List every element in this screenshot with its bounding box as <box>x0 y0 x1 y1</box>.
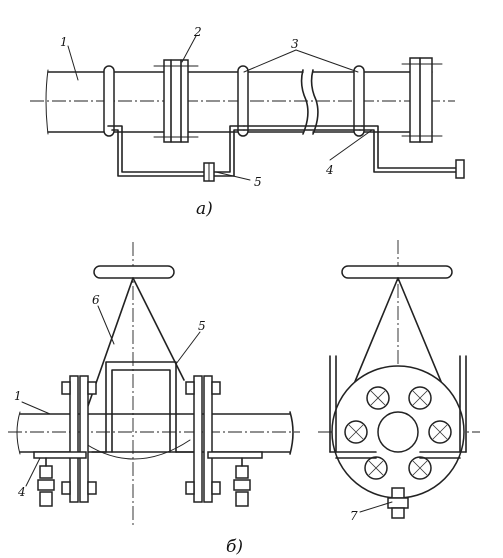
bolt-5 <box>203 162 215 182</box>
clamp-right <box>353 65 365 137</box>
spreader-bar-left <box>93 265 175 279</box>
caption-a: а) <box>196 199 213 219</box>
leader-2a <box>181 35 197 63</box>
bolt-holes <box>344 386 452 480</box>
bar-4 <box>107 125 457 177</box>
label-6b: 6 <box>92 293 100 307</box>
leader-3b <box>295 49 359 73</box>
caption-b: б) <box>226 537 243 557</box>
label-5a: 5 <box>254 175 262 189</box>
end-flange <box>401 57 443 143</box>
view-a: 1 2 3 4 5 а) <box>30 25 465 219</box>
label-4b: 4 <box>17 485 26 499</box>
leader-5b <box>175 331 201 365</box>
leader-4b <box>25 457 41 487</box>
clamp-middle <box>237 65 249 137</box>
side-rod-right <box>419 355 467 459</box>
leader-1a <box>67 45 79 81</box>
clamp-5 <box>91 361 197 453</box>
clamp-left <box>103 65 115 137</box>
spreader-bar-right <box>341 265 453 279</box>
bar-end-lug <box>455 159 465 179</box>
leader-1b <box>21 401 51 415</box>
leader-5a <box>215 171 251 181</box>
view-b-end: 7 <box>318 240 480 523</box>
side-rod-left <box>329 355 377 459</box>
label-7: 7 <box>350 509 358 523</box>
leader-3a <box>243 49 297 73</box>
label-1a: 1 <box>60 35 68 49</box>
flange-2 <box>153 59 199 143</box>
bracket-4-right <box>207 451 263 507</box>
label-1b: 1 <box>14 389 22 403</box>
label-4a: 4 <box>325 163 334 177</box>
flange-plate-right <box>185 375 221 503</box>
label-2a: 2 <box>193 25 202 39</box>
label-3a: 3 <box>291 37 299 51</box>
label-5b: 5 <box>198 319 206 333</box>
flange-plate-left <box>61 375 97 503</box>
view-b-front: 6 5 1 4 б) <box>8 242 300 557</box>
bracket-4-left <box>33 451 87 507</box>
leader-4a <box>329 129 373 161</box>
leader-6b <box>97 305 115 345</box>
leader-7 <box>359 501 393 513</box>
